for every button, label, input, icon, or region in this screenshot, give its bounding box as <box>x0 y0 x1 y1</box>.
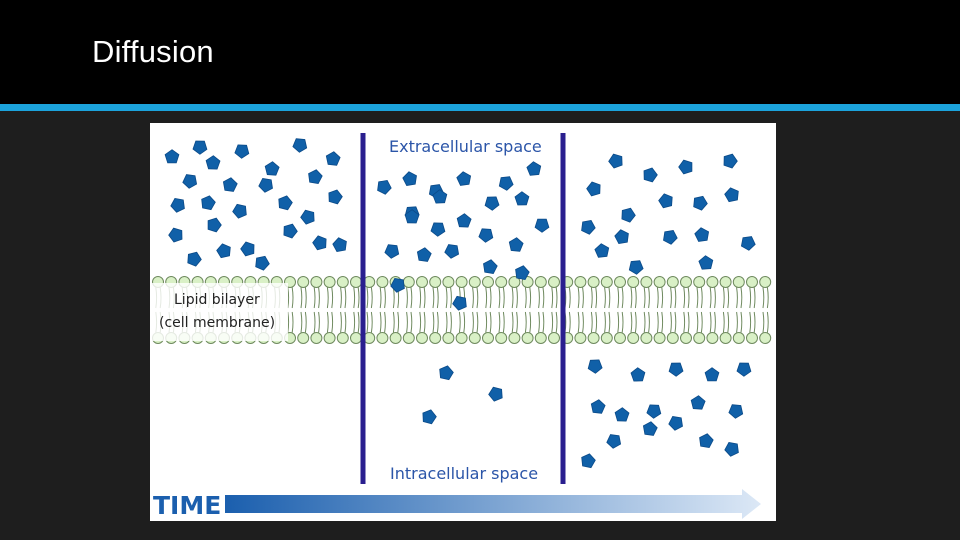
molecule <box>643 167 658 183</box>
molecule <box>312 235 327 251</box>
extracellular-label: Extracellular space <box>389 137 542 156</box>
molecule <box>478 228 494 243</box>
molecule <box>581 219 596 235</box>
molecule <box>439 365 454 381</box>
molecule <box>332 237 347 253</box>
time-label: TIME <box>153 491 221 520</box>
molecule <box>728 404 744 419</box>
molecule <box>207 217 222 233</box>
bilayer-label-bg <box>150 283 288 341</box>
molecule <box>668 416 683 431</box>
molecules <box>164 138 756 469</box>
molecule <box>724 441 739 457</box>
molecule <box>222 177 238 192</box>
molecule <box>484 196 500 211</box>
molecule <box>328 189 343 205</box>
molecule <box>678 159 693 175</box>
molecule <box>594 243 610 258</box>
molecule <box>216 243 231 259</box>
molecule <box>192 140 208 155</box>
diffusion-diagram: Extracellular space Intracellular space … <box>150 123 776 521</box>
accent-stripe <box>0 104 960 111</box>
bilayer-label-line1: Lipid bilayer <box>174 292 260 308</box>
molecule <box>430 222 446 237</box>
molecule <box>658 193 673 209</box>
molecule <box>606 434 622 449</box>
molecule <box>456 171 472 186</box>
molecule <box>300 209 315 225</box>
title-bar <box>0 0 960 104</box>
molecule <box>264 161 280 176</box>
time-arrow: TIME <box>150 489 761 520</box>
molecule <box>168 227 183 243</box>
molecule <box>390 277 405 293</box>
molecule <box>164 149 180 164</box>
molecule <box>693 195 708 211</box>
diagram-canvas: Extracellular space Intracellular space … <box>150 133 772 520</box>
molecule <box>581 453 596 469</box>
extracellular-label-bg <box>386 133 548 157</box>
molecule <box>508 237 524 252</box>
molecule <box>402 171 417 186</box>
molecule <box>514 191 530 206</box>
molecule <box>698 255 714 270</box>
molecule <box>404 209 420 224</box>
molecule <box>234 144 250 159</box>
molecule <box>646 404 662 419</box>
molecule <box>630 367 646 382</box>
molecule <box>534 218 550 233</box>
molecule <box>255 255 270 271</box>
molecule <box>308 169 323 185</box>
cell-membrane <box>152 276 772 344</box>
molecule <box>498 176 514 191</box>
molecule <box>526 161 542 176</box>
molecule <box>488 386 503 402</box>
molecule <box>515 265 530 281</box>
molecule <box>642 421 658 436</box>
molecule <box>384 244 400 259</box>
molecule <box>201 195 216 211</box>
molecule <box>205 155 221 170</box>
molecule <box>704 367 720 382</box>
molecule <box>590 399 606 414</box>
molecule <box>614 229 629 245</box>
molecule <box>587 359 603 374</box>
molecule <box>278 195 293 211</box>
molecule <box>663 230 678 245</box>
intracellular-label: Intracellular space <box>390 464 538 483</box>
molecule <box>240 241 255 257</box>
molecule <box>628 260 644 275</box>
molecule <box>422 409 437 425</box>
molecule <box>483 259 498 274</box>
molecule <box>283 223 298 239</box>
molecule <box>416 247 432 262</box>
intracellular-label-bg <box>386 459 548 483</box>
molecule <box>456 213 472 228</box>
molecule <box>444 244 460 259</box>
molecule <box>699 433 714 449</box>
molecule <box>187 251 202 267</box>
molecule <box>724 187 739 203</box>
molecule <box>621 207 636 223</box>
molecule <box>258 178 273 193</box>
molecule <box>723 153 738 169</box>
molecule <box>452 295 467 311</box>
molecule <box>736 362 752 377</box>
molecule <box>740 236 756 251</box>
molecule <box>377 179 392 195</box>
molecule <box>614 407 630 422</box>
molecule <box>182 174 198 189</box>
slide-title: Diffusion <box>92 34 214 69</box>
molecule <box>690 395 706 410</box>
molecule <box>668 362 684 377</box>
molecule <box>608 153 623 169</box>
molecule <box>586 181 601 197</box>
bilayer-label-line2: (cell membrane) <box>159 315 275 331</box>
molecule <box>325 151 341 166</box>
molecule <box>170 197 185 213</box>
molecule <box>232 203 247 219</box>
molecule <box>432 189 448 204</box>
molecule <box>292 138 308 153</box>
molecule <box>694 227 710 242</box>
